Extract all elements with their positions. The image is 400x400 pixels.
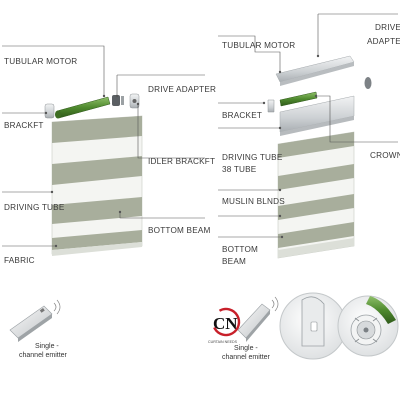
detail-circle-bracket <box>279 292 347 360</box>
left-bracket <box>44 103 55 119</box>
right-cassette-cover <box>275 55 355 86</box>
label-tubular-motor: TUBULAR MOTOR <box>4 57 77 66</box>
right-remote-emitter <box>237 296 279 342</box>
label-drive-adapter: DRIVE ADAPTER <box>148 85 216 94</box>
left-panel: TUBULAR MOTOR BRACKFT DRIVING TUBE FABRI… <box>2 45 216 359</box>
label-r-driving-tube-1: DRIVING TUBE <box>222 153 283 162</box>
logo-tagline: CURTAIN NEEDS <box>208 340 238 344</box>
right-panel: DRIVE ADAPTER TUBULAR MOTOR BRACKET CROW… <box>208 13 400 361</box>
cn-logo: CN CURTAIN NEEDS <box>208 307 241 344</box>
label-bottom-beam: BOTTOM BEAM <box>148 226 211 235</box>
right-emitter-line2: channel emitter <box>222 354 271 361</box>
label-r-drive-adapter-1: DRIVE <box>375 23 400 32</box>
detail-circle-motor <box>337 295 399 357</box>
label-idler-bracket: IDLER BRACKFT <box>148 157 215 166</box>
label-r-tubular-motor: TUBULAR MOTOR <box>222 41 295 50</box>
logo-letters: CN <box>213 314 238 333</box>
label-r-drive-adapter-2: ADAPTER <box>367 37 400 46</box>
left-idler-bracket-part <box>129 93 140 109</box>
label-r-bottom-beam-1: BOTTOM <box>222 245 258 254</box>
label-bracket: BRACKFT <box>4 121 44 130</box>
label-fabric: FABRIC <box>4 256 35 265</box>
right-end-cap <box>364 77 372 89</box>
right-emitter-line1: Single - <box>234 345 258 352</box>
left-tubular-motor <box>55 96 111 119</box>
left-remote-emitter <box>9 299 61 342</box>
left-fabric-blind <box>51 115 143 256</box>
label-r-driving-tube-2: 38 TUBE <box>222 165 257 174</box>
left-emitter-line2: channel emitter <box>19 352 68 359</box>
right-crown-rail <box>279 95 355 136</box>
right-bracket-part <box>267 99 275 113</box>
right-tubular-motor <box>279 91 318 107</box>
label-r-crown: CROWN <box>370 151 400 160</box>
label-driving-tube: DRIVING TUBE <box>4 203 65 212</box>
right-muslin-blind <box>277 131 355 259</box>
label-r-muslin-blinds: MUSLIN BLNDS <box>222 197 285 206</box>
label-r-bottom-beam-2: BEAM <box>222 257 246 266</box>
left-drive-adapter-part <box>112 95 124 106</box>
left-emitter-line1: Single - <box>35 343 59 350</box>
label-r-bracket: BRACKET <box>222 111 262 120</box>
